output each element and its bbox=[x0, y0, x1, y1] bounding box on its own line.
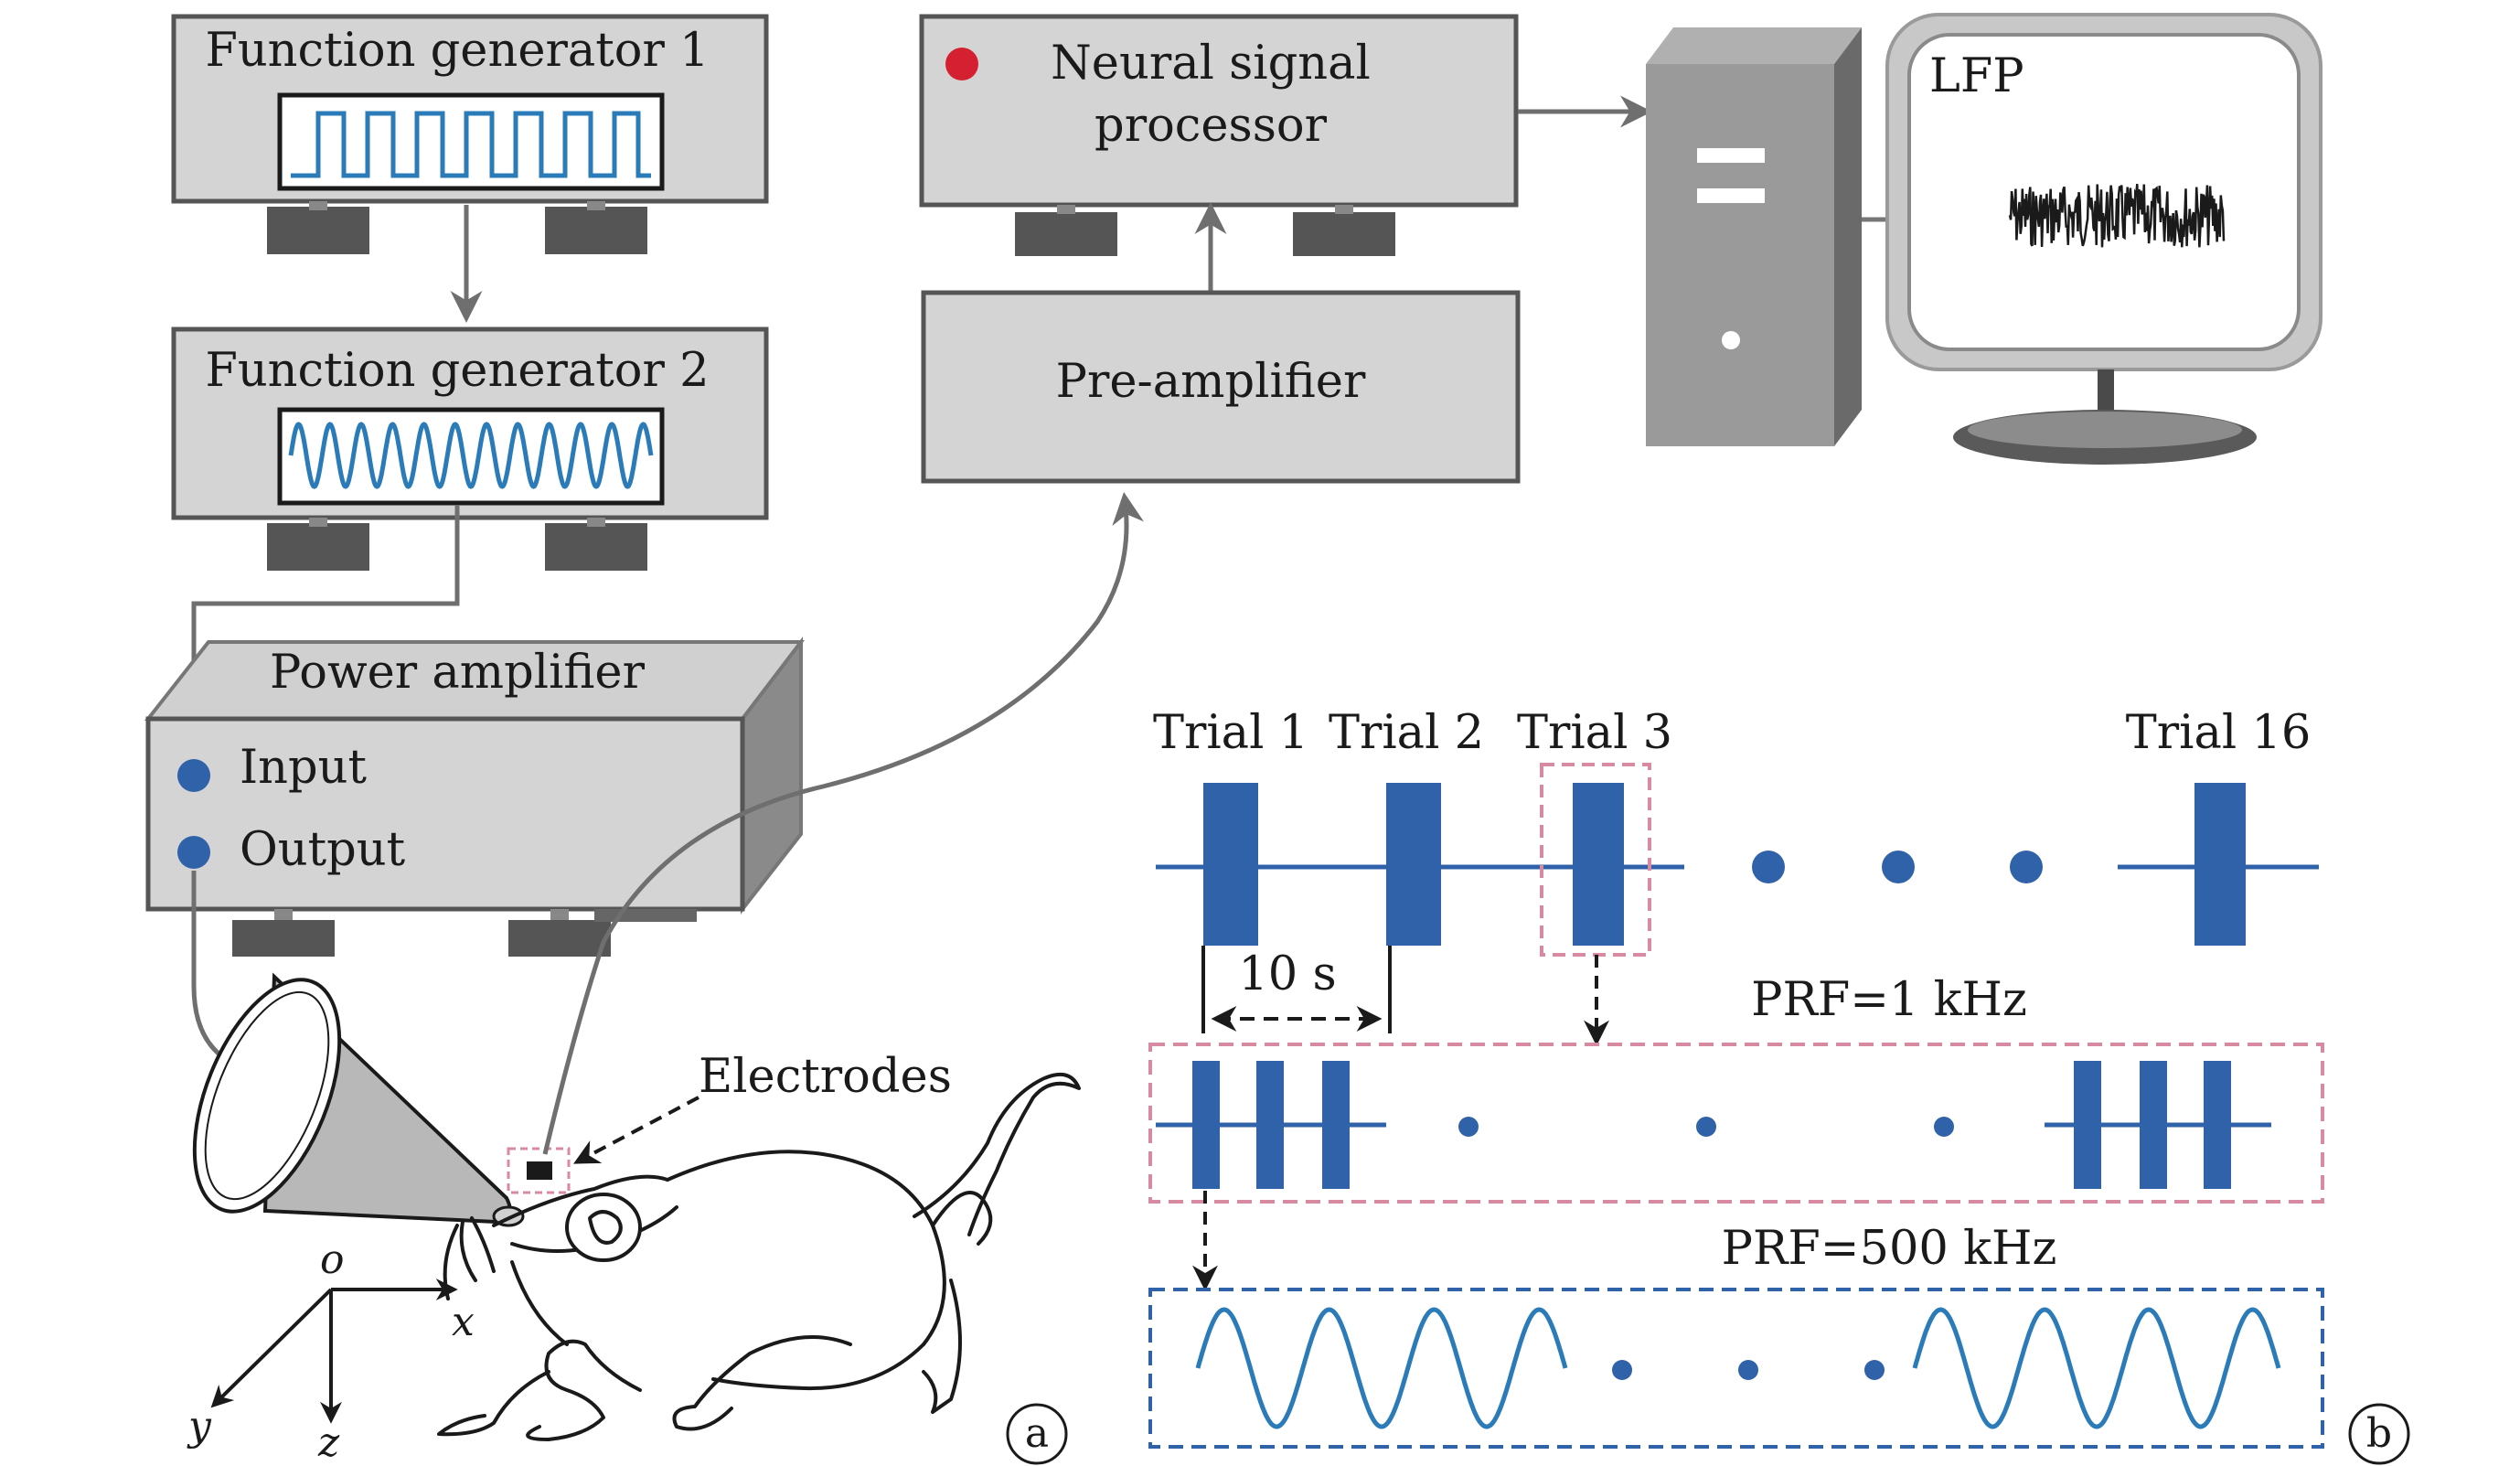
stimulation-timing-panel: Trial 1 Trial 2 Trial 3 Trial 16 10 s PR… bbox=[1148, 706, 2324, 1449]
neural-signal-processor: Neural signal processor bbox=[919, 14, 1519, 256]
power-amplifier: Power amplifier Input Output bbox=[144, 637, 806, 957]
output-label: Output bbox=[240, 823, 406, 877]
trial-1-label: Trial 1 bbox=[1153, 706, 1308, 760]
trial-3-pulse bbox=[1573, 783, 1624, 946]
tone-burst bbox=[2140, 1061, 2167, 1189]
ellipsis-dot bbox=[1458, 1117, 1479, 1137]
trial-2-label: Trial 2 bbox=[1329, 706, 1484, 760]
preamp-label: Pre-amplifier bbox=[1056, 355, 1366, 409]
burst-detail-box bbox=[1148, 1043, 2324, 1204]
fg1-label: Function generator 1 bbox=[205, 24, 709, 78]
fg2-label: Function generator 2 bbox=[205, 344, 709, 398]
computer-tower bbox=[1646, 27, 1862, 446]
trial-2-pulse bbox=[1386, 783, 1441, 946]
axis-z-label: z bbox=[317, 1419, 340, 1466]
nsp-label-line2: processor bbox=[1094, 99, 1328, 153]
output-port bbox=[177, 836, 210, 869]
rat-illustration bbox=[437, 1072, 1081, 1441]
ellipsis-dot bbox=[1738, 1360, 1758, 1380]
carrier-detail-box bbox=[1148, 1288, 2324, 1449]
axis-origin-label: o bbox=[320, 1236, 345, 1283]
power-amp-label: Power amplifier bbox=[270, 646, 646, 700]
trial-1-pulse bbox=[1203, 783, 1258, 946]
trial-16-label: Trial 16 bbox=[2126, 706, 2312, 760]
prf-1khz-label: PRF=1 kHz bbox=[1751, 973, 2027, 1027]
lfp-signal-trace bbox=[2008, 183, 2226, 248]
tone-burst bbox=[2204, 1061, 2231, 1189]
pre-amplifier: Pre-amplifier bbox=[921, 290, 1521, 484]
lfp-label: LFP bbox=[1929, 49, 2024, 103]
panel-b-label: b bbox=[2366, 1410, 2392, 1457]
sine-wave bbox=[288, 422, 654, 489]
ellipsis-dot bbox=[1882, 851, 1915, 883]
monitor: LFP bbox=[1885, 13, 2322, 465]
electrodes-pointer bbox=[573, 1096, 699, 1164]
power-led bbox=[945, 48, 978, 80]
ellipsis-dot bbox=[1752, 851, 1785, 883]
trial-16-pulse bbox=[2194, 783, 2246, 946]
electrode bbox=[527, 1161, 552, 1180]
input-port bbox=[177, 759, 210, 792]
panel-a-badge bbox=[1006, 1403, 1068, 1465]
input-label: Input bbox=[240, 741, 367, 795]
arrow-electrode-preamp bbox=[542, 492, 1145, 1155]
tone-burst bbox=[2074, 1061, 2101, 1189]
interval-label: 10 s bbox=[1238, 947, 1336, 1001]
prf-500khz-label: PRF=500 kHz bbox=[1722, 1222, 2057, 1276]
nsp-label-line1: Neural signal bbox=[1051, 37, 1371, 91]
trial-3-label: Trial 3 bbox=[1517, 706, 1672, 760]
electrodes-label: Electrodes bbox=[699, 1050, 952, 1104]
ultrasound-transducer bbox=[192, 972, 525, 1227]
ellipsis-dot bbox=[1864, 1360, 1885, 1380]
panel-b-badge bbox=[2348, 1403, 2410, 1465]
carrier-wave bbox=[1195, 1307, 1568, 1429]
function-generator-2: Function generator 2 bbox=[171, 326, 769, 571]
function-generator-1: Function generator 1 bbox=[171, 14, 769, 254]
carrier-wave bbox=[1912, 1307, 2281, 1429]
coordinate-axes: o x y z bbox=[187, 1236, 475, 1466]
tone-burst bbox=[1322, 1061, 1350, 1189]
ellipsis-dot bbox=[1696, 1117, 1716, 1137]
tone-burst bbox=[1192, 1061, 1220, 1189]
square-wave bbox=[291, 111, 651, 178]
ellipsis-dot bbox=[2010, 851, 2043, 883]
tone-burst bbox=[1256, 1061, 1284, 1189]
ellipsis-dot bbox=[1934, 1117, 1954, 1137]
axis-y-label: y bbox=[187, 1403, 212, 1450]
ellipsis-dot bbox=[1612, 1360, 1632, 1380]
axis-x-label: x bbox=[452, 1299, 475, 1345]
panel-a-label: a bbox=[1025, 1410, 1049, 1457]
